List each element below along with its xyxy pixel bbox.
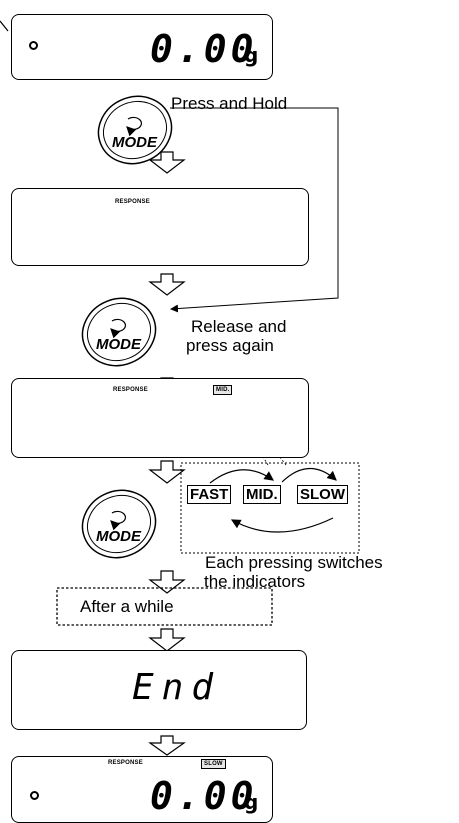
unit-label: g bbox=[244, 790, 259, 814]
stable-indicator bbox=[29, 41, 38, 50]
display-4: End bbox=[11, 650, 307, 730]
down-arrow-2 bbox=[148, 273, 186, 296]
option-slow: SLOW bbox=[297, 485, 348, 504]
unit-label: g bbox=[244, 43, 259, 67]
stable-indicator bbox=[30, 791, 39, 800]
switch-text-line2: the indicators bbox=[204, 572, 306, 591]
display-2 bbox=[11, 188, 309, 266]
end-text: End bbox=[132, 667, 222, 708]
down-arrow-6 bbox=[148, 628, 186, 652]
mode-button-1-label[interactable]: MODE bbox=[112, 134, 157, 151]
options-callout bbox=[180, 462, 360, 554]
display-3 bbox=[11, 378, 309, 458]
release-text-line1: Release and bbox=[191, 317, 287, 336]
mode-button-3-label[interactable]: MODE bbox=[96, 528, 141, 545]
switch-text-line1: Each pressing switches bbox=[205, 553, 383, 572]
down-arrow-1 bbox=[148, 151, 186, 174]
down-arrow-5 bbox=[148, 570, 186, 594]
slow-indicator: SLOW bbox=[201, 759, 226, 769]
response-indicator: RESPONSE bbox=[108, 760, 143, 766]
mode-button-1 bbox=[97, 95, 173, 165]
display-5: RESPONSE SLOW 0.00 g bbox=[11, 756, 273, 823]
mode-button-2-label[interactable]: MODE bbox=[96, 336, 141, 353]
weight-reading: 0.00 bbox=[150, 774, 258, 818]
mid-indicator: MID. bbox=[213, 385, 233, 395]
down-arrow-4 bbox=[148, 460, 186, 484]
option-mid: MID. bbox=[243, 485, 281, 504]
after-while-text: After a while bbox=[80, 597, 174, 616]
option-fast: FAST bbox=[187, 485, 232, 504]
flow-connector bbox=[170, 107, 339, 313]
down-arrow-7 bbox=[148, 735, 186, 756]
press-hold-text: Press and Hold bbox=[171, 94, 288, 113]
mode-button-3 bbox=[81, 489, 157, 559]
response-indicator: RESPONSE bbox=[113, 387, 148, 393]
weight-reading: 0.00 bbox=[150, 27, 258, 71]
response-indicator-blinking: RESPONSE bbox=[115, 199, 150, 205]
release-text-line2: press again bbox=[186, 336, 274, 355]
display-1: 0.00 g bbox=[11, 14, 273, 80]
mode-button-2 bbox=[81, 297, 157, 367]
